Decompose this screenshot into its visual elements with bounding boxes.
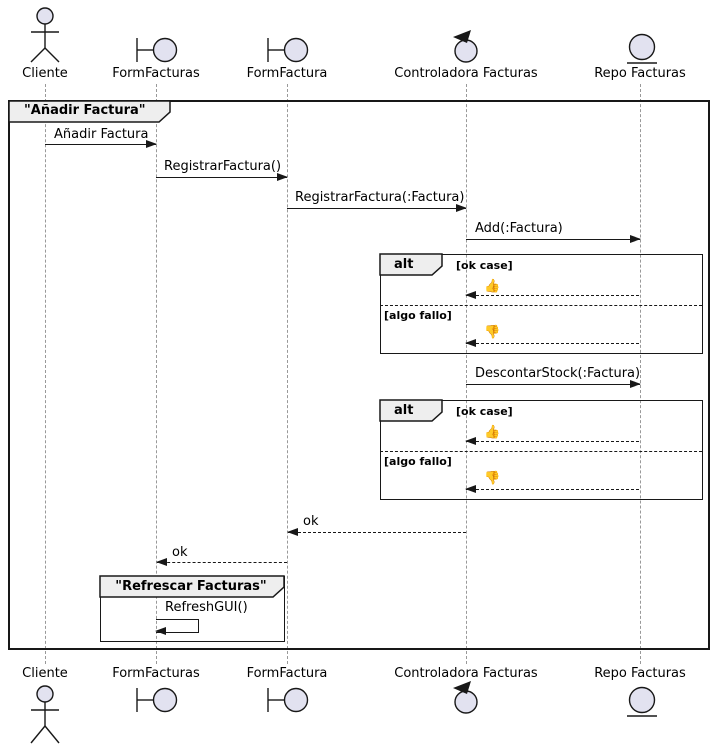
alt-guard-fail: [algo fallo] — [384, 455, 452, 468]
boundary-icon — [136, 37, 178, 63]
frame-title-pentagon — [99, 575, 285, 598]
control-icon — [453, 681, 478, 714]
alt-pentagon-icon — [379, 399, 443, 422]
control-icon — [453, 30, 478, 63]
alt-guard-fail: [algo fallo] — [384, 309, 452, 322]
arrowhead-icon — [155, 627, 166, 635]
alt-divider — [380, 305, 702, 306]
participant-label-formfactura: FormFactura — [246, 66, 328, 81]
lifeline-formfacturas — [156, 84, 157, 664]
participant-label-cliente-bottom: Cliente — [22, 666, 68, 681]
alt-fragment-2: alt [ok case] 👍 [algo fallo] 👎 — [379, 399, 703, 500]
arrowhead-icon — [630, 380, 641, 388]
participant-label-formfactura-bottom: FormFactura — [246, 666, 328, 681]
boundary-icon — [267, 37, 309, 63]
message-arrow-anadir-factura — [45, 140, 157, 148]
frame-title-pentagon — [8, 100, 171, 123]
return-arrow-fail-case-2 — [465, 485, 639, 493]
actor-icon — [30, 7, 60, 63]
participant-label-cliente: Cliente — [22, 66, 68, 81]
alt-guard-ok: [ok case] — [456, 259, 513, 272]
participant-label-controladora-bottom: Controladora Facturas — [394, 666, 538, 681]
message-label-registrar-factura: RegistrarFactura() — [164, 159, 282, 174]
thumbs-down-icon: 👎 — [484, 325, 501, 340]
arrowhead-icon — [277, 173, 288, 181]
arrowhead-icon — [465, 437, 476, 445]
thumbs-down-icon: 👎 — [484, 471, 501, 486]
message-label-descontar-stock: DescontarStock(:Factura) — [475, 366, 641, 381]
alt-fragment-1: alt [ok case] 👍 [algo fallo] 👎 — [379, 253, 703, 354]
participant-label-formfacturas: FormFacturas — [112, 66, 200, 81]
alt-divider — [380, 451, 702, 452]
alt-guard-ok: [ok case] — [456, 405, 513, 418]
self-message-loop — [156, 619, 199, 633]
arrowhead-icon — [156, 558, 167, 566]
arrowhead-icon — [146, 140, 157, 148]
message-label-add-factura: Add(:Factura) — [475, 221, 563, 236]
arrowhead-icon — [456, 204, 467, 212]
frame-refrescar-facturas: "Refrescar Facturas" RefreshGUI() — [99, 575, 285, 642]
arrowhead-icon — [465, 339, 476, 347]
return-arrow-ok-case-1 — [465, 291, 639, 299]
message-arrow-registrar-factura — [156, 173, 288, 181]
message-arrow-registrar-factura-param — [287, 204, 467, 212]
lifeline-repo — [640, 84, 641, 664]
lifeline-formfactura — [287, 84, 288, 664]
return-label-ok-2: ok — [172, 545, 188, 560]
message-label-refresh-gui: RefreshGUI() — [165, 600, 248, 615]
return-arrow-ok-1 — [287, 528, 466, 536]
participant-label-formfacturas-bottom: FormFacturas — [112, 666, 200, 681]
actor-icon — [30, 685, 60, 744]
message-label-anadir-factura: Añadir Factura — [54, 127, 149, 142]
participant-label-repo: Repo Facturas — [594, 66, 686, 81]
participant-label-controladora: Controladora Facturas — [394, 66, 538, 81]
alt-label: alt — [394, 403, 414, 418]
arrowhead-icon — [465, 291, 476, 299]
frame-anadir-factura — [8, 100, 710, 650]
participant-label-repo-bottom: Repo Facturas — [594, 666, 686, 681]
message-arrow-add-factura — [466, 235, 641, 243]
return-label-ok-1: ok — [303, 514, 319, 529]
alt-label: alt — [394, 257, 414, 272]
thumbs-up-icon: 👍 — [484, 425, 501, 440]
alt-pentagon-icon — [379, 253, 443, 276]
boundary-icon — [267, 687, 309, 713]
frame-title: "Añadir Factura" — [24, 103, 146, 118]
entity-icon — [627, 33, 657, 64]
arrowhead-icon — [287, 528, 298, 536]
arrowhead-icon — [630, 235, 641, 243]
return-arrow-ok-case-2 — [465, 437, 639, 445]
entity-icon — [627, 686, 657, 717]
inner-frame-title: "Refrescar Facturas" — [115, 579, 267, 594]
lifeline-cliente — [45, 84, 46, 664]
return-arrow-fail-case-1 — [465, 339, 639, 347]
return-arrow-ok-2 — [156, 558, 287, 566]
arrowhead-icon — [465, 485, 476, 493]
message-label-registrar-factura-param: RegistrarFactura(:Factura) — [295, 190, 465, 205]
lifeline-controladora — [466, 84, 467, 664]
message-arrow-descontar-stock — [466, 380, 641, 388]
boundary-icon — [136, 687, 178, 713]
thumbs-up-icon: 👍 — [484, 279, 501, 294]
